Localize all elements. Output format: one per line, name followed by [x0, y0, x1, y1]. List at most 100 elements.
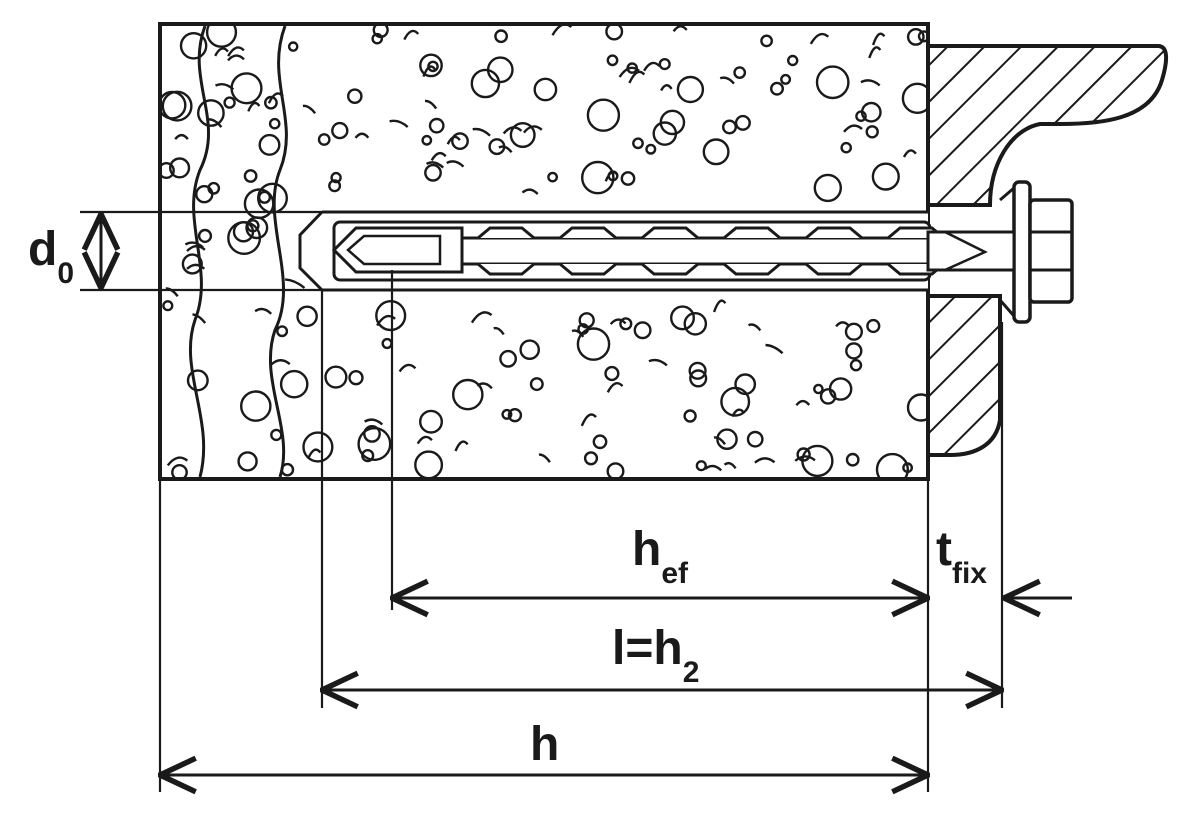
aggregate-squiggle [704, 464, 723, 472]
aggregate-pebble [828, 377, 853, 401]
bolt-threads [477, 226, 945, 276]
aggregate-pebble [875, 452, 909, 479]
aggregate-squiggle [571, 329, 585, 338]
aggregate-pebble [470, 68, 501, 99]
aggregate-pebble [722, 119, 738, 135]
aggregate-squiggle [493, 326, 505, 336]
aggregate-squiggle [723, 461, 737, 470]
bolt-shaft [460, 236, 934, 266]
aggregate-pebble [257, 190, 272, 204]
aggregate-squiggle [403, 29, 420, 41]
aggregate-squiggle [765, 343, 784, 355]
aggregate-squiggle [227, 54, 245, 62]
concrete-wavy-edge-right [269, 25, 288, 478]
aggregate-pebble [581, 160, 615, 195]
aggregate-pebble [733, 66, 747, 80]
hef-label-main: h [632, 523, 661, 576]
aggregate-pebble [509, 121, 536, 148]
aggregate-squiggle [446, 160, 465, 168]
aggregate-squiggle [354, 132, 370, 139]
aggregate-pebble [746, 430, 764, 448]
aggregate-squiggle [422, 65, 436, 78]
aggregate-squiggle [192, 313, 207, 324]
aggregate-pebble [324, 365, 348, 389]
fixture-lower [926, 294, 1002, 457]
aggregate-pebble [855, 110, 867, 122]
aggregate-squiggle [446, 135, 461, 145]
aggregate-squiggle [628, 70, 646, 84]
tfix-label-sub: fix [952, 557, 987, 590]
aggregate-squiggle [754, 457, 776, 464]
aggregate-pebble [844, 322, 864, 341]
aggregate-squiggle [843, 124, 863, 133]
aggregate-pebble [780, 73, 792, 85]
hef-label: hef [632, 523, 689, 590]
aggregate-squiggle [247, 101, 261, 112]
aggregate-pebble [230, 72, 263, 105]
aggregate-pebble [734, 373, 757, 396]
thread-tooth [723, 262, 781, 276]
aggregate-pebble [357, 427, 392, 462]
aggregate-squiggle [302, 104, 317, 115]
aggregate-pebble [451, 132, 469, 151]
aggregate-pebble [604, 365, 620, 382]
aggregate-pebble [716, 428, 738, 451]
aggregate-pebble [813, 173, 842, 203]
aggregate-pebble [865, 125, 879, 139]
aggregate-squiggle [389, 119, 409, 128]
aggregate-squiggle [860, 79, 881, 87]
aggregate-squiggle [470, 311, 493, 324]
tfix-label-main: t [936, 523, 952, 576]
aggregate-pebble [787, 54, 799, 67]
aggregate-pebble [605, 24, 624, 41]
aggregate-pebble [529, 377, 544, 392]
aggregate-squiggle [227, 46, 245, 57]
aggregate-pebble [815, 65, 850, 100]
h-label: h [530, 718, 559, 771]
fixture-hatched [926, 44, 1169, 457]
aggregate-pebble [501, 408, 513, 420]
aggregate-pebble [519, 339, 541, 361]
aggregate-pebble [845, 452, 860, 467]
aggregate-pebble [760, 34, 773, 48]
thread-tooth [559, 262, 617, 276]
aggregate-pebble [866, 318, 881, 334]
aggregate-squiggle [713, 436, 726, 445]
labels: d0 hef tfix l=h2 h [28, 223, 987, 771]
aggregate-pebble [375, 300, 407, 332]
aggregate-pebble [258, 133, 281, 156]
aggregate-squiggle [809, 32, 830, 45]
aggregate-pebble [586, 98, 621, 132]
aggregate-pebble [906, 393, 928, 422]
aggregate-pebble [620, 171, 636, 186]
aggregate-squiggle [719, 76, 735, 85]
aggregate-squiggle [472, 127, 491, 137]
tfix-label: tfix [936, 523, 987, 590]
extension-lines [80, 210, 1004, 792]
aggregate-pebble [451, 378, 484, 411]
aggregate-pebble [171, 464, 188, 479]
aggregate-squiggle [364, 418, 384, 426]
aggregate-squiggle [712, 299, 727, 313]
aggregate-pebble [917, 30, 928, 43]
thread-tooth [805, 262, 863, 276]
aggregate-squiggle [186, 263, 206, 270]
aggregate-pebble [606, 54, 619, 67]
aggregate-squiggle [538, 453, 551, 463]
aggregate-pebble [633, 321, 652, 340]
aggregate-squiggle [795, 399, 811, 406]
aggregate-pebble [414, 450, 444, 479]
aggregate-pebble [626, 62, 639, 74]
aggregate-pebble [276, 325, 289, 338]
aggregate-pebble [348, 370, 364, 386]
aggregate-squiggle [454, 440, 469, 452]
aggregate-pebble [263, 95, 278, 110]
aggregate-squiggle [643, 61, 661, 72]
aggregate-pebble [160, 90, 187, 120]
aggregate-pebble [494, 29, 508, 44]
aggregate-pebble [346, 88, 363, 104]
aggregate-pebble [683, 409, 697, 423]
aggregate-pebble [901, 82, 928, 114]
aggregate-pebble [533, 77, 558, 102]
